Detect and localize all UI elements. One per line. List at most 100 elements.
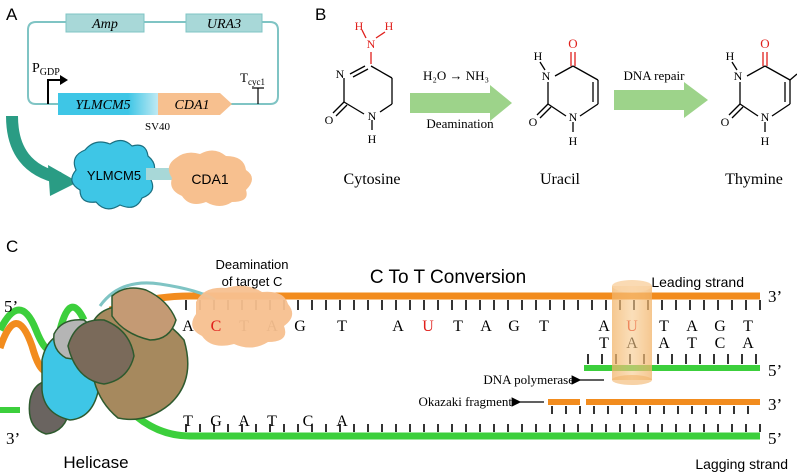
- atom-n: N: [367, 37, 376, 51]
- bond: [332, 101, 345, 114]
- bond: [352, 68, 369, 78]
- atom-h: H: [726, 49, 735, 63]
- base-letter: A: [658, 335, 670, 352]
- conversion-highlight: [612, 280, 652, 385]
- bond: [349, 65, 366, 75]
- panel-a-label: A: [6, 5, 18, 24]
- atom-o: O: [760, 36, 769, 51]
- cda1-gene-arrow: [158, 93, 232, 115]
- atom-h: H: [534, 49, 543, 63]
- base-letter: T: [659, 318, 669, 335]
- bond: [554, 65, 574, 77]
- lagging-strand-label: Lagging strand: [695, 456, 788, 472]
- base-letter: G: [508, 318, 520, 335]
- base-letter: A: [336, 413, 348, 430]
- deamination-label-1: Deamination: [216, 257, 289, 272]
- green-arrow-icon: [614, 82, 708, 118]
- base-letter: T: [453, 318, 463, 335]
- repair-step: DNA repair: [614, 68, 708, 118]
- promoter-sub: GDP: [40, 67, 60, 78]
- base-letter: A: [480, 318, 492, 335]
- atom-h: H: [761, 134, 770, 148]
- bond: [547, 103, 567, 117]
- promoter-main: P: [32, 61, 40, 76]
- deamination-label: Deamination: [426, 116, 494, 131]
- base-letter: C: [715, 335, 726, 352]
- prime-3-top: 3’: [768, 287, 782, 306]
- terminator-label: Tcyc1: [240, 70, 265, 87]
- bond: [771, 103, 791, 117]
- bond: [731, 61, 738, 71]
- bond: [746, 65, 766, 77]
- base-letter: T: [337, 318, 347, 335]
- bond: [539, 61, 546, 71]
- base-letter: A: [686, 318, 698, 335]
- atom-o: O: [721, 115, 730, 129]
- terminator-main: T: [240, 70, 248, 85]
- atom-n: N: [761, 110, 770, 124]
- uracil-name: Uracil: [540, 171, 581, 188]
- atom-n: N: [368, 109, 377, 123]
- expression-arrow-icon: [6, 115, 78, 196]
- deaminase-complex: Deamination of target C C: [192, 257, 293, 348]
- bond: [731, 106, 744, 119]
- base-letter: T: [599, 335, 609, 352]
- linker-shape: [146, 168, 174, 180]
- atom-h: H: [355, 19, 364, 33]
- bottom-strand-ticks: [185, 424, 761, 432]
- base-letter: T: [743, 318, 753, 335]
- terminator-sub: cyc1: [248, 77, 265, 87]
- repair-label: DNA repair: [623, 68, 685, 83]
- cytosine-bonds: [332, 29, 393, 130]
- ylmcm5-protein-shape: [71, 139, 156, 210]
- cda1-protein-shape: [168, 150, 252, 206]
- okazaki-label: Okazaki fragment: [419, 394, 513, 409]
- panel-c: C C To T Conversion A C T A G T A U T A …: [0, 237, 788, 472]
- bond: [375, 31, 386, 39]
- amp-label: Amp: [91, 17, 118, 32]
- bottom-sequence: T G A T C A: [183, 413, 348, 430]
- ylmcm5-gene-label: YLMCM5: [75, 98, 130, 113]
- plasmid-ring: [27, 21, 279, 105]
- cylinder-bottom: [612, 375, 652, 385]
- atom-n: N: [734, 69, 743, 83]
- cylinder-top: [612, 280, 652, 292]
- green-arrow-icon: [410, 85, 512, 121]
- atom-n: N: [569, 110, 578, 124]
- thymine-name: Thymine: [725, 171, 783, 188]
- prime-5-left: 5’: [4, 297, 18, 316]
- thymine-bonds: [728, 52, 797, 132]
- cytosine-name: Cytosine: [344, 171, 401, 188]
- panel-b: B N H H N O N H: [315, 5, 797, 188]
- helicase-complex: [28, 287, 189, 435]
- cda1-gene-label: CDA1: [175, 98, 210, 113]
- ura3-label: URA3: [207, 17, 241, 32]
- okazaki-ticks: [551, 406, 749, 414]
- dna-polymerase-label: DNA polymerase: [483, 372, 574, 387]
- bond: [539, 106, 552, 119]
- atom-n: N: [336, 67, 345, 81]
- base-letter: T: [183, 413, 193, 430]
- amp-box: [65, 13, 145, 33]
- ylmcm5-protein-label: YLMCM5: [87, 168, 141, 183]
- bond: [572, 65, 599, 81]
- base-letter: T: [539, 318, 549, 335]
- ura3-box: [185, 13, 263, 33]
- atom-o: O: [529, 115, 538, 129]
- helicase-subunit: [111, 287, 177, 341]
- plasmid-map: Amp URA3 PGDP YLMCM5 CDA1 SV40: [27, 13, 279, 133]
- prime-5-mid: 5’: [768, 361, 782, 380]
- bond: [335, 104, 348, 117]
- base-letter: G: [294, 318, 306, 335]
- promoter-arrow-icon: [47, 75, 68, 104]
- ylmcm5-gene-box: [58, 93, 158, 115]
- base-letter: A: [598, 318, 610, 335]
- deamination-step: H₂O → NH₃ Deamination: [410, 68, 512, 131]
- prime-3-okazaki: 3’: [768, 395, 782, 414]
- base-letter: A: [742, 335, 754, 352]
- base-letter: A: [392, 318, 404, 335]
- bond: [764, 65, 791, 81]
- bond: [728, 103, 741, 116]
- helicase-subunit: [67, 319, 135, 385]
- base-letter-uracil: U: [422, 318, 434, 335]
